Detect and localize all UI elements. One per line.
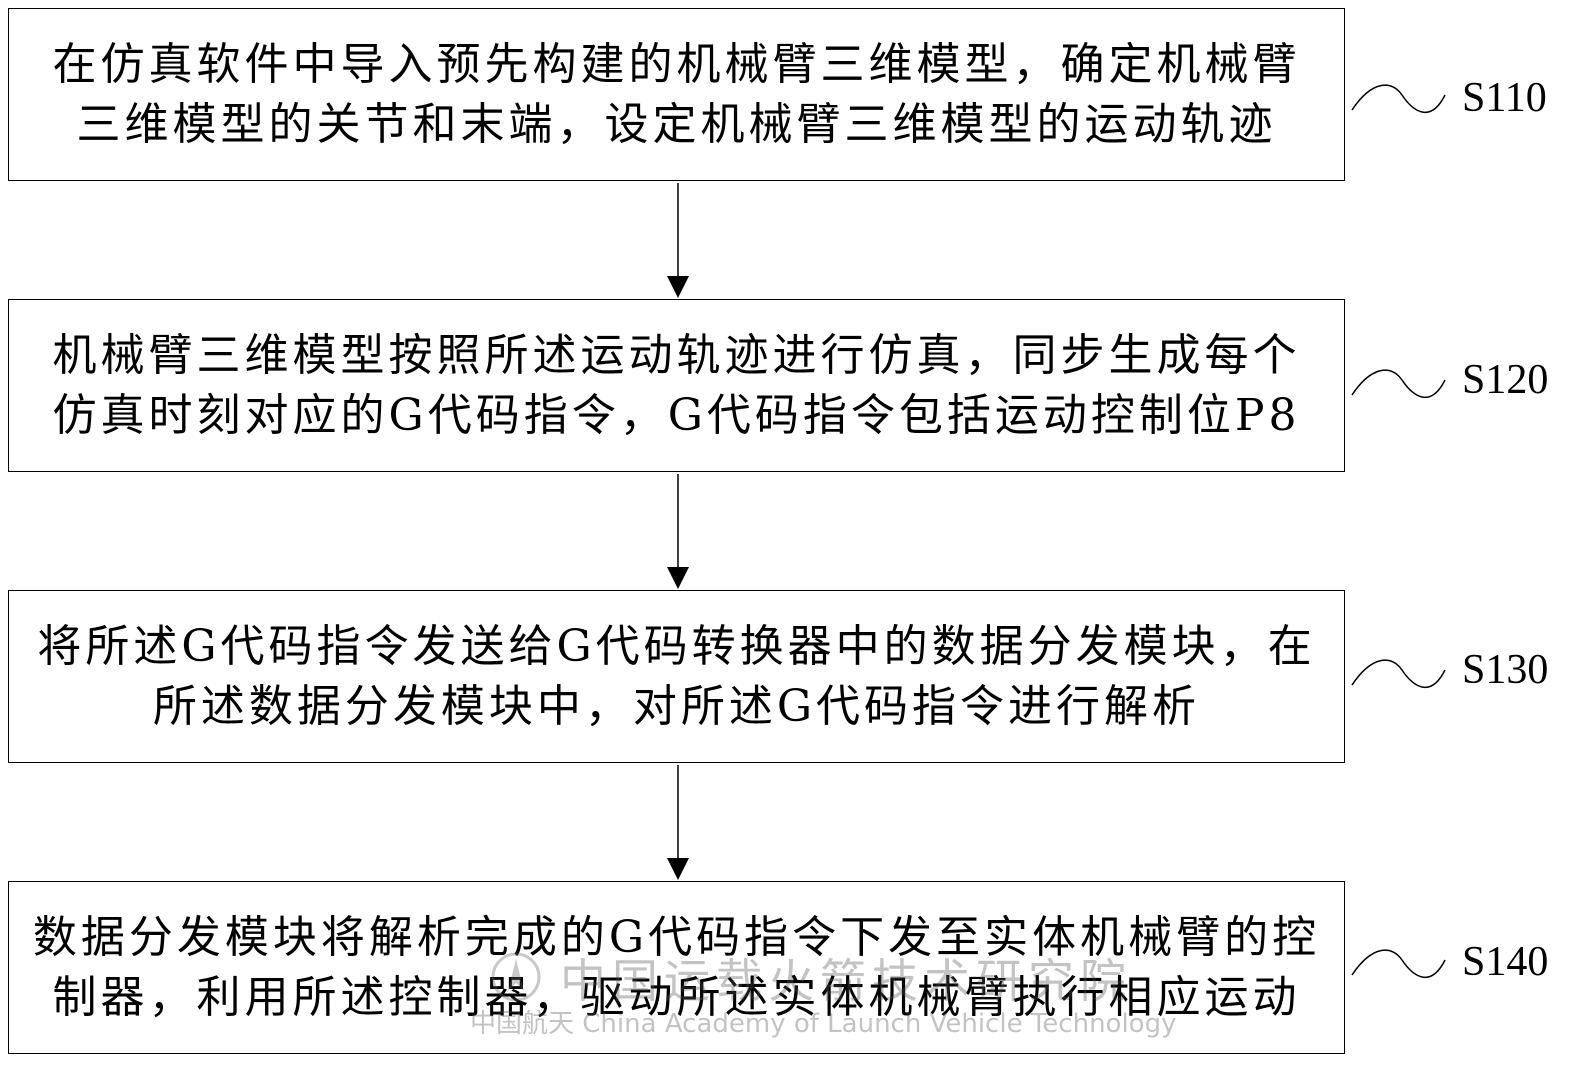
leader-s110 [1351,84,1446,114]
step-box-s110: 在仿真软件中导入预先构建的机械臂三维模型，确定机械臂 三维模型的关节和末端，设定… [8,8,1345,181]
leader-s140 [1351,949,1446,979]
step-label-s130: S130 [1462,647,1549,693]
step-box-s140: 数据分发模块将解析完成的G代码指令下发至实体机械臂的控 制器，利用所述控制器，驱… [8,881,1345,1054]
step-text-s120: 机械臂三维模型按照所述运动轨迹进行仿真，同步生成每个 仿真时刻对应的G代码指令，… [52,329,1301,441]
leader-s130 [1351,659,1446,689]
step-label-s110: S110 [1462,75,1547,121]
arrowhead-s140 [667,858,689,880]
step-label-s140: S140 [1462,939,1549,985]
step-text-s130: 将所述G代码指令发送给G代码转换器中的数据分发模块，在 所述数据分发模块中，对所… [37,620,1316,732]
step-box-s120: 机械臂三维模型按照所述运动轨迹进行仿真，同步生成每个 仿真时刻对应的G代码指令，… [8,299,1345,472]
step-label-s120: S120 [1462,357,1549,403]
arrowhead-s130 [667,567,689,589]
leader-s120 [1351,369,1446,399]
arrowhead-s120 [667,276,689,298]
step-text-s110: 在仿真软件中导入预先构建的机械臂三维模型，确定机械臂 三维模型的关节和末端，设定… [52,38,1301,150]
step-box-s130: 将所述G代码指令发送给G代码转换器中的数据分发模块，在 所述数据分发模块中，对所… [8,590,1345,763]
step-text-s140: 数据分发模块将解析完成的G代码指令下发至实体机械臂的控 制器，利用所述控制器，驱… [32,911,1321,1023]
